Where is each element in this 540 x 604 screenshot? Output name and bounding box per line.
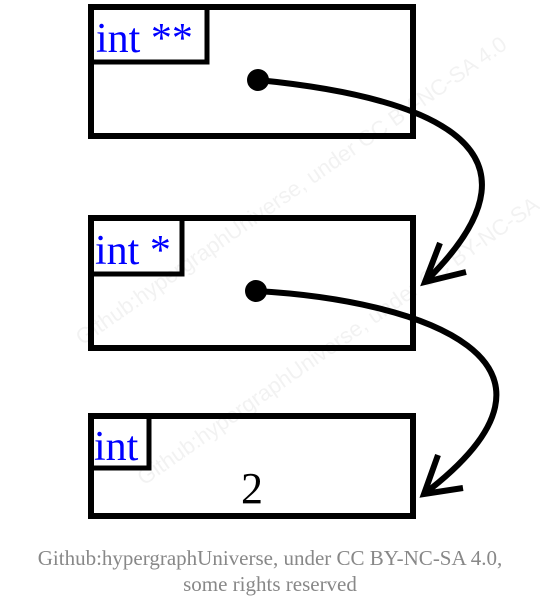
- arrow-head: [419, 453, 464, 498]
- type-label-frame: [88, 413, 152, 471]
- value-text: 2: [241, 464, 263, 513]
- type-label-text: int *: [95, 228, 171, 274]
- box-outline: [88, 4, 416, 139]
- type-label-text: int **: [96, 16, 193, 62]
- variable-box-int-pointer: int *: [88, 215, 416, 351]
- pointer-dot: [245, 280, 267, 302]
- arrow-curve: [257, 77, 485, 285]
- watermark-text-1: Github:hypergraphUniverse, under CC BY-N…: [71, 31, 511, 350]
- type-label-frame: [88, 4, 210, 65]
- arrow-head: [420, 241, 467, 287]
- arrow-curve: [255, 288, 500, 497]
- type-label-text: int: [94, 424, 139, 470]
- variable-box-int: int 2: [88, 413, 416, 519]
- pointer-arrow-1: [257, 77, 485, 287]
- type-label-frame: [88, 215, 185, 277]
- credit-line-1: Github:hypergraphUniverse, under CC BY-N…: [37, 546, 503, 570]
- credit-line-2: some rights reserved: [183, 572, 357, 596]
- box-outline: [88, 215, 416, 351]
- pointer-arrow-2: [255, 288, 500, 498]
- variable-box-int-double-pointer: int **: [88, 4, 416, 139]
